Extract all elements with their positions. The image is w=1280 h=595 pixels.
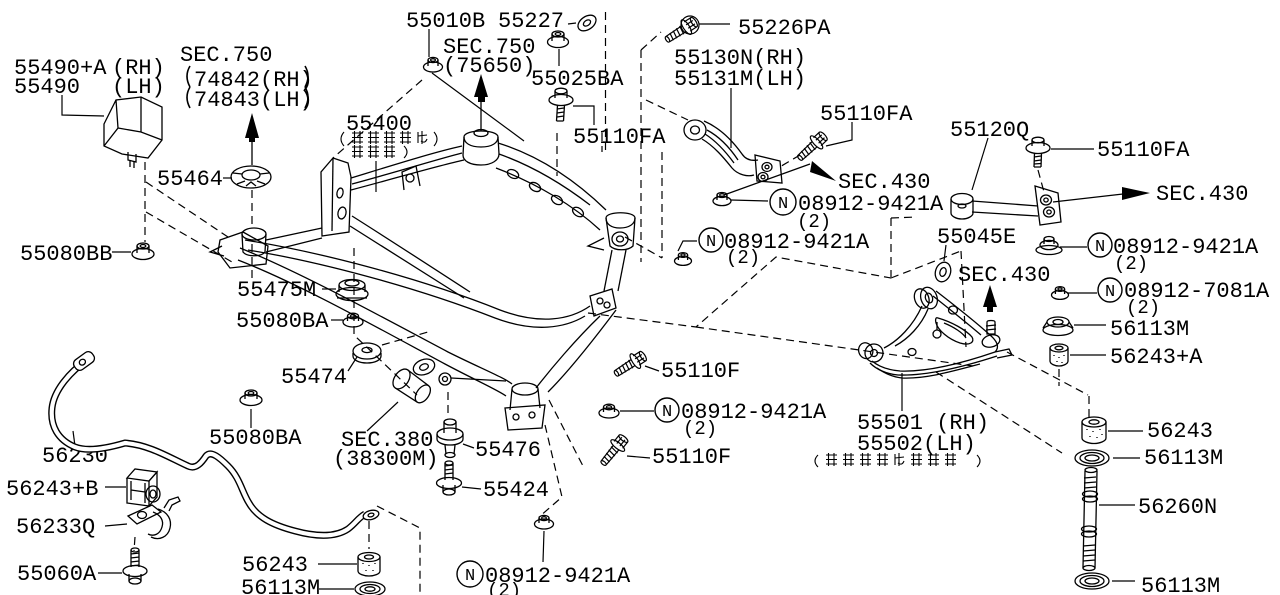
svg-text:N: N <box>706 233 716 252</box>
svg-text:SEC.380: SEC.380 <box>341 428 433 453</box>
svg-text:55226PA: 55226PA <box>738 16 831 41</box>
svg-text:SEC.430: SEC.430 <box>838 170 930 195</box>
svg-text:55227: 55227 <box>498 9 564 34</box>
svg-text:55110FA: 55110FA <box>820 102 913 127</box>
svg-text:56243+B: 56243+B <box>6 477 98 502</box>
svg-text:55130N(RH): 55130N(RH) <box>674 46 806 71</box>
svg-text:55490+A: 55490+A <box>14 56 107 81</box>
svg-text:74842(RH): 74842(RH) <box>194 68 313 93</box>
svg-text:56113M: 56113M <box>1141 574 1220 595</box>
svg-text:55120Q: 55120Q <box>950 118 1029 143</box>
svg-text:SEC.750: SEC.750 <box>180 43 272 68</box>
svg-text:55475M: 55475M <box>237 278 316 303</box>
svg-text:55080BA: 55080BA <box>236 309 329 334</box>
svg-text:(RH): (RH) <box>112 56 165 81</box>
svg-text:N: N <box>662 403 672 422</box>
svg-text:(2): (2) <box>683 418 717 440</box>
svg-text:(38300M): (38300M) <box>333 447 439 472</box>
svg-text:(75650): (75650) <box>443 54 535 79</box>
svg-text:08912-9421A: 08912-9421A <box>798 192 944 217</box>
svg-text:74843(LH): 74843(LH) <box>194 88 313 113</box>
svg-text:SEC.430: SEC.430 <box>1156 182 1248 207</box>
svg-text:55080BA: 55080BA <box>209 426 302 451</box>
svg-text:(2): (2) <box>726 247 760 269</box>
svg-text:56113M: 56113M <box>1110 317 1189 342</box>
svg-text:56243+A: 56243+A <box>1110 345 1203 370</box>
svg-text:55490: 55490 <box>14 75 80 100</box>
svg-text:N: N <box>1105 283 1115 302</box>
svg-text:55424: 55424 <box>483 478 549 503</box>
svg-text:55045E: 55045E <box>937 225 1016 250</box>
svg-text:55025BA: 55025BA <box>531 67 624 92</box>
svg-text:08912-9421A: 08912-9421A <box>485 564 631 589</box>
svg-text:08912-9421A: 08912-9421A <box>1113 235 1259 260</box>
svg-text:SEC.750: SEC.750 <box>443 35 535 60</box>
svg-text:55080BB: 55080BB <box>20 242 112 267</box>
svg-text:55476: 55476 <box>475 438 541 463</box>
svg-text:56243: 56243 <box>242 553 308 578</box>
svg-text:(2): (2) <box>1126 297 1160 319</box>
svg-text:56233Q: 56233Q <box>16 515 95 540</box>
svg-text:(LH): (LH) <box>112 75 165 100</box>
svg-text:(2): (2) <box>487 580 521 595</box>
svg-text:55110F: 55110F <box>661 359 740 384</box>
svg-text:55131M(LH): 55131M(LH) <box>674 67 806 92</box>
svg-text:(2): (2) <box>1114 253 1148 275</box>
svg-text:55501 (RH): 55501 (RH) <box>857 411 989 436</box>
svg-text:55464: 55464 <box>157 167 223 192</box>
svg-text:N: N <box>778 195 788 214</box>
svg-text:56260N: 56260N <box>1138 495 1217 520</box>
svg-text:56113M: 56113M <box>1144 446 1223 471</box>
svg-text:56113M: 56113M <box>241 576 320 595</box>
svg-text:08912-9421A: 08912-9421A <box>681 400 827 425</box>
svg-text:55060A: 55060A <box>17 562 97 587</box>
svg-text:56243: 56243 <box>1147 419 1213 444</box>
svg-text:SEC.430: SEC.430 <box>958 263 1050 288</box>
svg-text:55010B: 55010B <box>406 9 485 34</box>
svg-text:55502(LH): 55502(LH) <box>857 432 976 457</box>
svg-text:55110FA: 55110FA <box>573 125 666 150</box>
svg-text:(2): (2) <box>797 211 831 233</box>
svg-text:08912-9421A: 08912-9421A <box>724 230 870 255</box>
svg-text:55110F: 55110F <box>652 445 731 470</box>
svg-text:55474: 55474 <box>281 365 347 390</box>
svg-text:N: N <box>1095 238 1105 257</box>
svg-text:55110FA: 55110FA <box>1097 138 1190 163</box>
svg-text:N: N <box>465 567 475 586</box>
svg-text:08912-7081A: 08912-7081A <box>1124 279 1270 304</box>
